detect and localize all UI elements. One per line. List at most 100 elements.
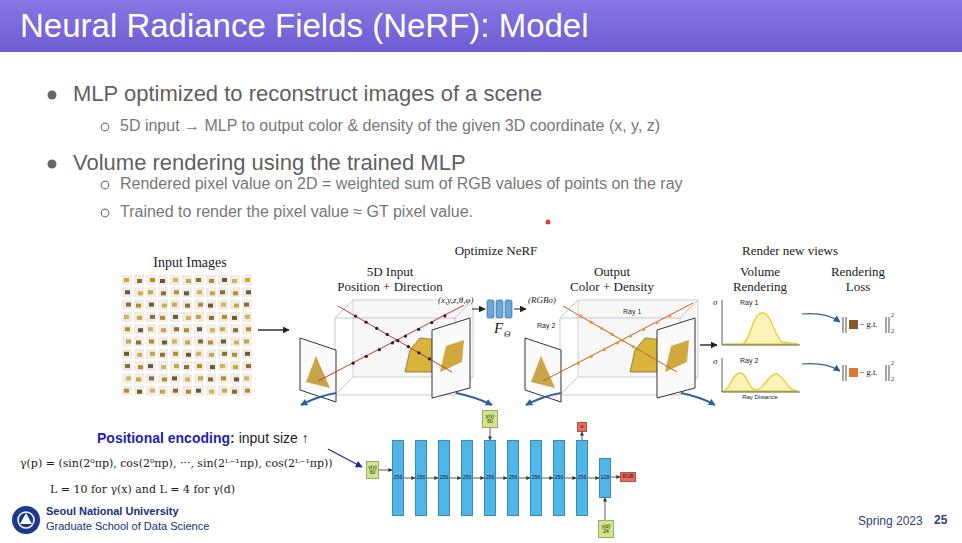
node-text: 256: [463, 475, 471, 481]
thumbnail-object: [245, 352, 250, 356]
thumbnail: [170, 287, 180, 297]
thumbnail-object: [209, 353, 214, 357]
thumbnail-object: [184, 291, 189, 295]
thumbnail-object: [208, 377, 213, 381]
norm-bar: [843, 317, 844, 333]
loss-term: − g.t.: [859, 319, 878, 329]
thumbnail-object: [246, 327, 251, 331]
thumbnail-object: [198, 303, 203, 307]
flow-arrow: [514, 309, 526, 310]
bullet-text: MLP optimized to reconstruct images of a…: [73, 81, 542, 106]
thumbnail-object: [185, 341, 190, 345]
thumbnail-object: [198, 340, 203, 344]
figure-heading: Render new views: [742, 244, 838, 259]
thumbnail: [218, 324, 228, 334]
cube-edge: [680, 300, 698, 318]
thumbnail-object: [174, 327, 179, 331]
ray-label: Ray 2: [740, 357, 758, 365]
thumbnail: [170, 312, 180, 322]
thumbnail-object: [185, 304, 190, 308]
thumbnail-object: [245, 278, 250, 282]
thumbnail-object: [161, 328, 166, 332]
thumbnail-object: [136, 341, 141, 345]
camera-arrow: [456, 393, 492, 405]
thumbnail-object: [245, 389, 250, 393]
thumbnail-object: [150, 278, 155, 282]
connector-arrow: [605, 498, 606, 520]
sample-point: [365, 355, 368, 358]
thumbnail-object: [150, 352, 155, 356]
sub-bullet-text: Rendered pixel value on 2D = weighted su…: [120, 175, 683, 193]
thumbnail-object: [148, 364, 153, 368]
thumbnail: [242, 386, 252, 396]
thumbnail-object: [196, 315, 201, 319]
thumbnail-object: [185, 377, 190, 381]
node-text: 256: [509, 475, 517, 481]
thumbnail-object: [149, 303, 154, 307]
connector-arrow: [427, 478, 438, 479]
thumbnail-object: [161, 365, 166, 369]
thumbnail-object: [209, 279, 214, 283]
mlp-layer-box: 256: [507, 440, 519, 516]
sample-point: [417, 328, 420, 331]
thumbnail-object: [196, 278, 201, 282]
thumbnail: [158, 324, 168, 334]
flow-arrow: [700, 344, 717, 345]
connector-arrow: [565, 478, 576, 479]
thumbnail-object: [196, 352, 201, 356]
pointer-dot: [546, 220, 551, 225]
thumbnail-object: [233, 365, 238, 369]
thumbnail: [194, 349, 204, 359]
function-subscript: Θ: [504, 329, 511, 339]
thumbnail: [242, 349, 252, 359]
figure-heading: Optimize NeRF: [455, 244, 538, 259]
bullet-dot: [48, 91, 57, 100]
connector-arrow: [450, 478, 461, 479]
norm-exponent: 2: [891, 360, 894, 367]
mlp-layer-box: 256: [530, 440, 542, 516]
thumbnail-object: [148, 290, 153, 294]
connector-arrow: [473, 478, 484, 479]
thumbnail: [206, 337, 216, 347]
density-curve: [723, 373, 798, 391]
thumbnail: [158, 300, 168, 310]
mlp-layer-box: 256: [484, 440, 496, 516]
thumbnail-object: [244, 340, 249, 344]
thumbnail-object: [148, 327, 153, 331]
thumbnail: [158, 287, 168, 297]
thumbnail-object: [222, 389, 227, 393]
node-text: 256: [555, 475, 563, 481]
thumbnail-object: [186, 353, 191, 357]
thumbnail: [182, 275, 192, 285]
sample-point: [668, 314, 671, 317]
footer-text: Spring 2023: [858, 515, 923, 529]
thumbnail-object: [197, 290, 202, 294]
thumbnail-object: [210, 328, 215, 332]
thumbnail-object: [124, 278, 129, 282]
thumbnail-object: [234, 304, 239, 308]
thumbnail-object: [137, 353, 142, 357]
thumbnail: [170, 300, 180, 310]
sub-bullet-text: 5D input → MLP to output color & density…: [120, 117, 660, 135]
thumbnail-object: [222, 315, 227, 319]
sample-point: [655, 321, 658, 324]
norm-bar: [886, 317, 887, 333]
node-text: 256: [417, 475, 425, 481]
thumbnail: [230, 324, 240, 334]
thumbnail: [122, 337, 132, 347]
thumbnail-object: [137, 390, 142, 394]
thumbnail-object: [209, 316, 214, 320]
thumbnail-object: [244, 303, 249, 307]
thumbnail-object: [150, 389, 155, 393]
thumbnail-object: [160, 353, 165, 357]
thumbnail: [194, 275, 204, 285]
thumbnail-object: [246, 364, 251, 368]
thumbnail-object: [184, 365, 189, 369]
mlp-layer-box: 256: [553, 440, 565, 516]
camera-arrow: [526, 393, 561, 405]
thumbnail-object: [221, 340, 226, 344]
thumbnail: [134, 287, 144, 297]
thumbnail-object: [220, 327, 225, 331]
thumbnail-object: [124, 315, 129, 319]
